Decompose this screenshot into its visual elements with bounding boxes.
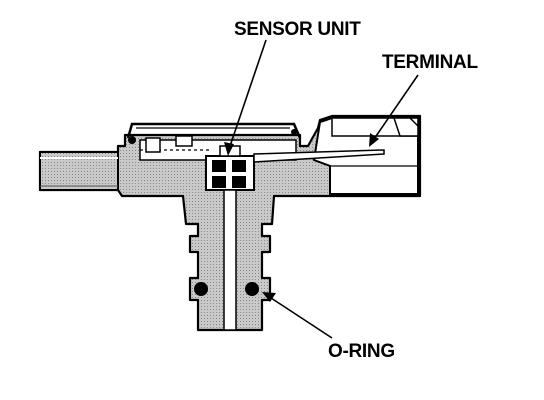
terminal-blade <box>253 149 385 163</box>
sensor-cover <box>126 122 302 139</box>
terminal-leader <box>371 74 419 143</box>
clip-right <box>291 129 297 135</box>
terminal-label: TERMINAL <box>382 52 478 73</box>
inlet-tube <box>39 151 119 191</box>
sensor-unit-arrowhead <box>224 142 234 156</box>
o-ring-arrowhead <box>262 292 276 302</box>
o-ring-right <box>245 282 259 296</box>
sensor-unit-label: SENSOR UNIT <box>234 19 361 40</box>
o-ring-left <box>194 282 208 296</box>
o-ring-label: O-RING <box>328 341 395 362</box>
clip-left <box>128 136 136 144</box>
o-ring-leader <box>267 295 333 339</box>
pressure-passage <box>223 189 237 331</box>
sensor-unit-leader <box>227 39 267 153</box>
terminal-arrowhead <box>369 133 379 147</box>
